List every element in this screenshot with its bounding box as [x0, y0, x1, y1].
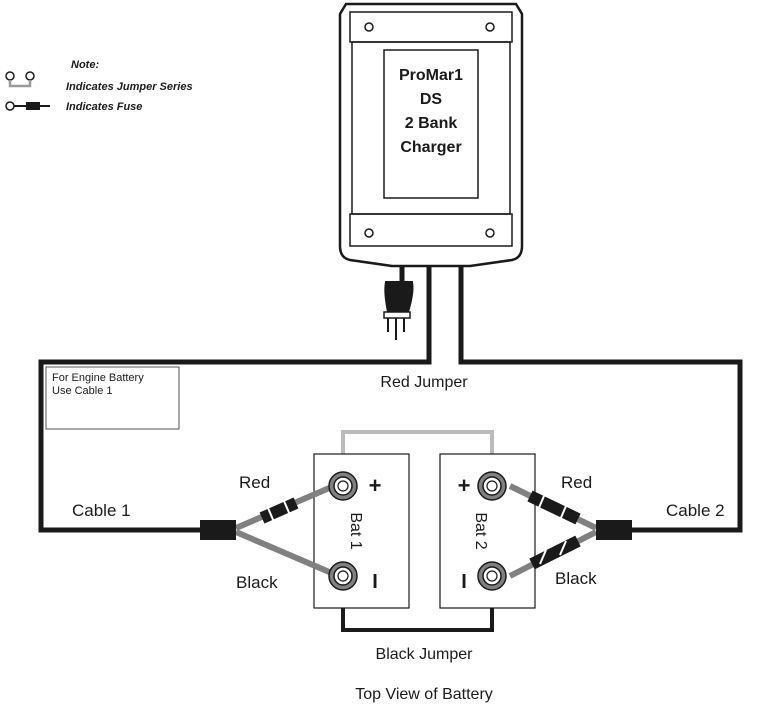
- screw-hole-icon: [364, 22, 374, 32]
- red-jumper-label: Red Jumper: [380, 374, 468, 391]
- battery-1-label: Bat 1: [347, 512, 364, 549]
- note-line1: For Engine Battery: [52, 372, 144, 384]
- battery-2-minus-sign: I: [461, 571, 467, 593]
- cable-1-red-label: Red: [239, 473, 270, 492]
- battery-2-negative-terminal: [477, 561, 507, 591]
- legend-fuse-text: Indicates Fuse: [66, 101, 142, 113]
- charger-title-line2: DS: [420, 91, 443, 108]
- ac-plug-icon: [383, 266, 414, 340]
- battery-1-negative-terminal: [328, 561, 358, 591]
- fuse-symbol-icon: [5, 101, 50, 111]
- output-cables: [38, 266, 743, 533]
- engine-battery-note: For Engine Battery Use Cable 1: [45, 366, 180, 430]
- cable-1-wire: [38, 266, 432, 533]
- battery-1-positive-terminal: [328, 471, 358, 501]
- cable-1-leads: [200, 483, 336, 577]
- battery-2-label: Bat 2: [472, 512, 489, 549]
- charger-title-line4: Charger: [400, 139, 461, 156]
- cable-1-fuse-icon: [259, 497, 299, 524]
- red-jumper-wire: [341, 430, 494, 472]
- screw-hole-icon: [364, 228, 374, 238]
- legend-note-label: Note:: [71, 59, 99, 71]
- cable-2-junction-icon: [596, 520, 632, 540]
- black-jumper-label: Black Jumper: [376, 646, 474, 663]
- battery-2-positive-terminal: [477, 471, 507, 501]
- battery-1-plus-sign: +: [369, 473, 382, 498]
- charger-title-line1: ProMar1: [399, 67, 463, 84]
- cable-2-black-label: Black: [555, 569, 597, 588]
- battery-1: Bat 1 + I: [313, 453, 410, 609]
- screw-hole-icon: [485, 22, 495, 32]
- cable-2-red-fuse-icon: [527, 490, 581, 525]
- cable-1-junction-icon: [200, 520, 236, 540]
- charger-title-line3: 2 Bank: [405, 115, 458, 132]
- cable-1-label: Cable 1: [72, 501, 131, 520]
- cable-2-label: Cable 2: [666, 501, 725, 520]
- battery-1-minus-sign: I: [372, 571, 378, 593]
- cable-2-black-fuse-icon: [529, 535, 581, 570]
- jumper-symbol-icon: [5, 71, 35, 88]
- cable-2-leads: [508, 483, 632, 579]
- screw-hole-icon: [485, 228, 495, 238]
- note-line2: Use Cable 1: [52, 385, 113, 397]
- cable-2-wire: [458, 266, 743, 533]
- cable-1-black-label: Black: [236, 573, 278, 592]
- battery-2-plus-sign: +: [458, 473, 471, 498]
- black-jumper-wire: [341, 596, 494, 632]
- charger-unit: ProMar1 DS 2 Bank Charger: [338, 2, 524, 268]
- footer-caption: Top View of Battery: [355, 686, 493, 703]
- legend-jumper-text: Indicates Jumper Series: [66, 81, 193, 93]
- cable-2-red-label: Red: [561, 473, 592, 492]
- legend: Note: Indicates Jumper Series Indicates …: [5, 59, 193, 113]
